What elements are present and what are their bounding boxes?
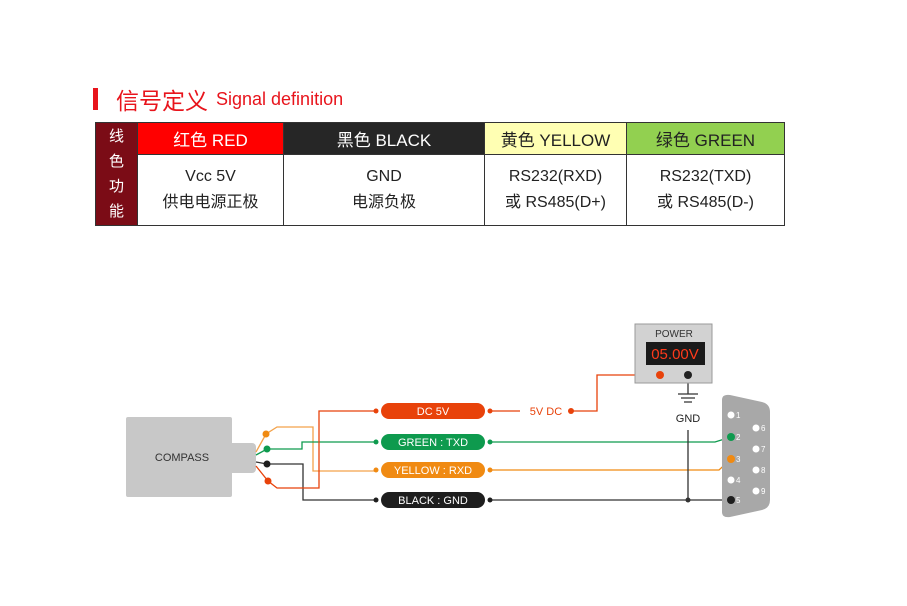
wire-label-text: BLACK : GND bbox=[398, 495, 468, 507]
wire-label-dc5v: DC 5V bbox=[373, 403, 493, 419]
cell-yellow: RS232(RXD) 或 RS485(D+) bbox=[484, 154, 627, 226]
power-label: POWER bbox=[655, 329, 693, 340]
cell-line: 电源负极 bbox=[351, 194, 416, 211]
cell-line: 或 RS485(D+) bbox=[505, 194, 606, 211]
cell-green: RS232(TXD) 或 RS485(D-) bbox=[626, 154, 785, 226]
pin-label: 4 bbox=[736, 476, 741, 485]
pin-label: 9 bbox=[761, 487, 766, 496]
db9-connector: 1 2 3 4 5 6 7 8 9 bbox=[722, 394, 770, 518]
pin-label: 2 bbox=[736, 433, 741, 442]
wire-label-text: GREEN : TXD bbox=[398, 437, 468, 449]
cell-red: Vcc 5V 供电电源正极 bbox=[137, 154, 284, 226]
row-label-char: 功 bbox=[108, 178, 124, 195]
title-cn: 信号定义 bbox=[116, 89, 208, 115]
row-label-char: 色 bbox=[108, 153, 124, 170]
row-label-char: 线 bbox=[108, 128, 124, 145]
cell-black: GND 电源负极 bbox=[283, 154, 485, 226]
black-wire bbox=[255, 461, 376, 501]
power-display: 05.00V bbox=[651, 346, 699, 363]
yellow-to-pin3 bbox=[490, 458, 732, 471]
title-accent-bar bbox=[93, 88, 98, 110]
green-wire bbox=[255, 441, 376, 456]
cell-line: Vcc 5V bbox=[185, 168, 236, 185]
wire-label-yellow: YELLOW : RXD bbox=[373, 462, 493, 478]
pin-label: 7 bbox=[761, 445, 766, 454]
cell-line: 或 RS485(D-) bbox=[657, 194, 754, 211]
pin-label: 6 bbox=[761, 424, 766, 433]
wire-label-black: BLACK : GND bbox=[373, 492, 493, 508]
dc-label: 5V DC bbox=[530, 406, 562, 418]
pin-label: 3 bbox=[736, 455, 741, 464]
compass-label: COMPASS bbox=[155, 452, 209, 464]
pin-label: 5 bbox=[736, 496, 741, 505]
compass-body bbox=[126, 417, 232, 497]
wire-label-text: YELLOW : RXD bbox=[394, 465, 472, 477]
row-label-char: 能 bbox=[108, 203, 124, 220]
header-green: 绿色 GREEN bbox=[626, 122, 785, 155]
wire-label-text: DC 5V bbox=[417, 406, 450, 418]
cell-line: RS232(RXD) bbox=[508, 168, 603, 185]
wire-label-green: GREEN : TXD bbox=[373, 434, 493, 450]
green-to-pin2 bbox=[490, 436, 732, 443]
pin-label: 1 bbox=[736, 411, 741, 420]
header-black: 黑色 BLACK bbox=[283, 122, 485, 155]
cell-line: 供电电源正极 bbox=[162, 194, 259, 211]
gnd-label: GND bbox=[676, 413, 701, 425]
cell-line: RS232(TXD) bbox=[659, 168, 752, 185]
cell-line: GND bbox=[366, 168, 402, 185]
signal-table: 线 色 功 能 红色 RED 黑色 BLACK 黄色 YELLOW 绿色 GRE… bbox=[95, 122, 785, 226]
pin-label: 8 bbox=[761, 466, 766, 475]
power-wire bbox=[571, 374, 660, 412]
row-label: 线 色 功 能 bbox=[95, 122, 138, 226]
power-supply: POWER 05.00V bbox=[634, 323, 713, 384]
title-en: Signal definition bbox=[216, 88, 344, 109]
ground-icon bbox=[678, 375, 698, 403]
section-title: 信号定义 Signal definition bbox=[93, 82, 343, 116]
compass-connector bbox=[228, 443, 256, 473]
